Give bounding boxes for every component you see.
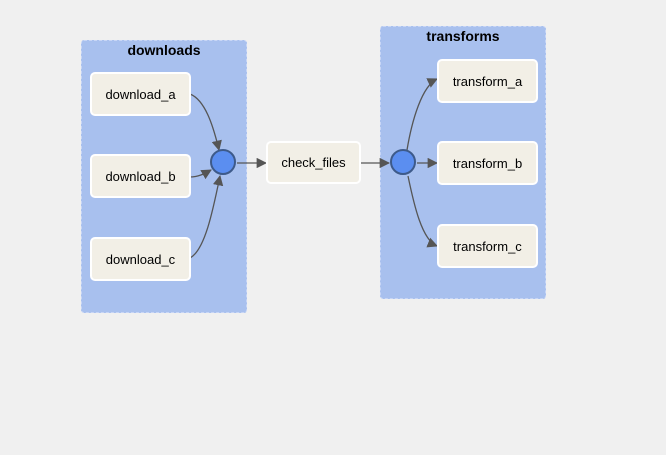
task-node-download-a[interactable]: download_a — [90, 72, 191, 116]
task-label: download_a — [105, 86, 176, 102]
task-label: download_c — [105, 251, 176, 267]
task-label: download_b — [105, 168, 176, 184]
task-node-transform-c[interactable]: transform_c — [437, 224, 538, 268]
task-label: transform_c — [453, 238, 522, 254]
edge-download-c-to-join — [189, 174, 224, 259]
task-node-download-c[interactable]: download_c — [90, 237, 191, 281]
task-label: check_files — [281, 155, 346, 170]
edge-download-a-to-join — [189, 93, 222, 152]
downloads-group-title: downloads — [127, 42, 201, 58]
task-node-download-b[interactable]: download_b — [90, 154, 191, 198]
edge-join-to-transform-a — [406, 78, 438, 151]
edge-join-to-transform-c — [407, 175, 438, 248]
transforms-group-title: transforms — [426, 28, 500, 44]
task-node-check-files[interactable]: check_files — [266, 141, 361, 184]
task-node-transform-a[interactable]: transform_a — [437, 59, 538, 103]
task-label: transform_b — [452, 155, 523, 171]
task-label: transform_a — [452, 73, 523, 89]
transforms-join-node[interactable] — [390, 149, 416, 175]
edge-download-b-to-join — [189, 169, 212, 180]
task-node-transform-b[interactable]: transform_b — [437, 141, 538, 185]
downloads-join-node[interactable] — [210, 149, 236, 175]
